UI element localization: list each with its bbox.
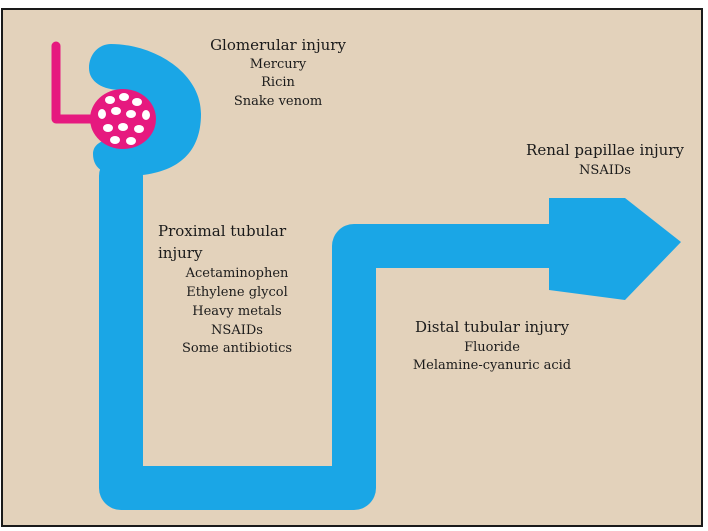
proximal-injury-title-line2: injury (158, 244, 202, 262)
proximal-item: Some antibiotics (182, 341, 292, 356)
proximal-injury-title: Proximal tubular (158, 222, 286, 240)
proximal-item: Acetaminophen (186, 266, 289, 281)
glomerular-item: Ricin (261, 75, 295, 90)
papillae-item: NSAIDs (579, 163, 631, 178)
renal-papillae-injury-title: Renal papillae injury (526, 141, 684, 159)
distal-item: Melamine-cyanuric acid (413, 358, 571, 373)
glomerular-item: Snake venom (234, 94, 322, 109)
nephron-illustration (3, 10, 703, 527)
proximal-item: Heavy metals (192, 304, 281, 319)
proximal-item: Ethylene glycol (186, 285, 288, 300)
distal-item: Fluoride (464, 340, 520, 355)
proximal-item: NSAIDs (211, 323, 263, 338)
glomerular-injury-title: Glomerular injury (210, 36, 346, 54)
diagram-frame: Glomerular injury Mercury Ricin Snake ve… (1, 8, 703, 527)
distal-injury-title: Distal tubular injury (415, 318, 569, 336)
renal-papilla-shape (549, 198, 681, 300)
glomerular-item: Mercury (250, 57, 306, 72)
